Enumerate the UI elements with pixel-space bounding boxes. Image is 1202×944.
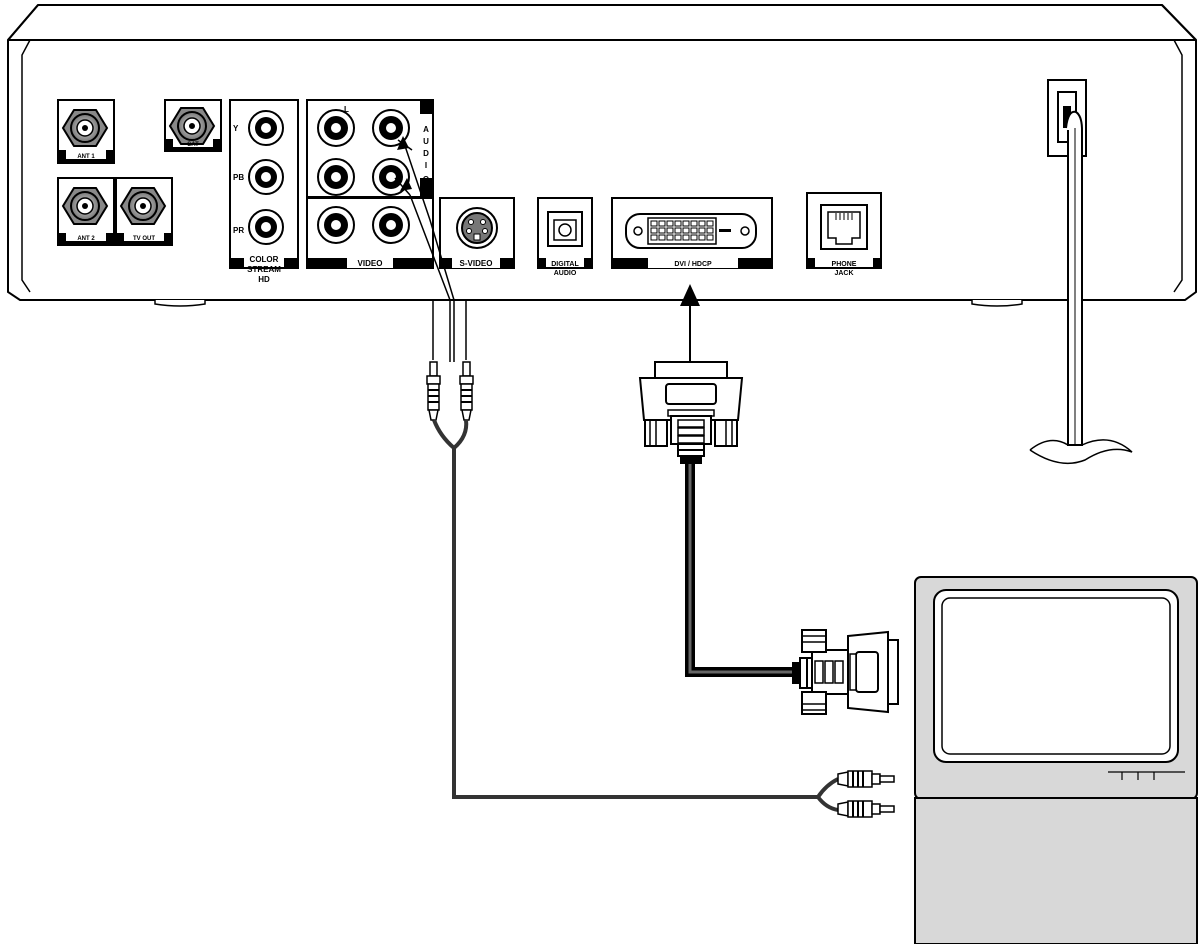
power-cord: [1029, 79, 1133, 465]
television: [914, 576, 1198, 944]
rca-plug-tv-lower: [837, 800, 895, 818]
pr-jack[interactable]: [248, 209, 284, 245]
jack-label: JACK: [834, 270, 853, 277]
sat-label: SAT: [187, 142, 199, 148]
s-video-label: S-VIDEO: [460, 259, 493, 268]
pb-label: PB: [233, 173, 244, 182]
audio-d-label: D: [423, 149, 429, 158]
audio-u-label: U: [423, 137, 429, 146]
dvi-plug-tv: [792, 629, 899, 715]
ant2-connector[interactable]: ANT 2: [57, 177, 115, 246]
video-label: VIDEO: [358, 259, 383, 268]
video-jack-1[interactable]: [317, 206, 355, 244]
tv-screen: [941, 597, 1171, 755]
y-label: Y: [233, 124, 239, 133]
tv-out-label: TV OUT: [133, 236, 155, 242]
sat-connector[interactable]: SAT: [164, 99, 222, 152]
digital-audio-connector[interactable]: DIGITAL AUDIO: [537, 197, 593, 277]
dvi-hdcp-label: DVI / HDCP: [674, 261, 712, 268]
dvi-cable: [638, 284, 899, 715]
audio-o-label: O: [423, 175, 429, 184]
ant2-label: ANT 2: [77, 236, 95, 242]
hd-label: HD: [258, 275, 270, 284]
phone-jack-connector[interactable]: PHONE JACK: [806, 192, 882, 277]
rca-plug-left: [426, 361, 441, 421]
pb-jack[interactable]: [248, 159, 284, 195]
audio-i-label: I: [425, 161, 427, 170]
digital-label: DIGITAL: [551, 261, 579, 268]
y-jack[interactable]: [248, 110, 284, 146]
tv-out-connector[interactable]: TV OUT: [115, 177, 173, 246]
audio-l-label: L: [344, 105, 349, 114]
audio-cable: [394, 136, 895, 818]
ant1-label: ANT 1: [77, 154, 95, 160]
color-label: COLOR: [250, 255, 279, 264]
s-video-connector[interactable]: S-VIDEO: [439, 197, 515, 269]
audio-r-upper-jack[interactable]: [317, 158, 355, 196]
tv-stand: [914, 797, 1198, 944]
rca-plug-tv-upper: [837, 770, 895, 788]
audio-r-jack[interactable]: [372, 158, 410, 196]
stream-label: STREAM: [247, 265, 281, 274]
audio-label: AUDIO: [554, 270, 577, 277]
foot-left: [154, 300, 206, 307]
phone-label: PHONE: [832, 261, 857, 268]
video-jack-2[interactable]: [372, 206, 410, 244]
audio-l-upper-jack[interactable]: [317, 109, 355, 147]
foot-right: [971, 300, 1023, 307]
audio-a-label: A: [423, 125, 429, 134]
audio-l-jack[interactable]: [372, 109, 410, 147]
dvi-arrow: [680, 284, 700, 306]
pr-label: PR: [233, 226, 244, 235]
dvi-hdcp-connector[interactable]: DVI / HDCP: [611, 197, 773, 269]
rca-plug-right: [459, 361, 474, 421]
dvi-plug-upper: [638, 361, 744, 464]
receiver-rear-panel: [7, 4, 1197, 307]
ant1-connector[interactable]: ANT 1: [57, 99, 115, 164]
